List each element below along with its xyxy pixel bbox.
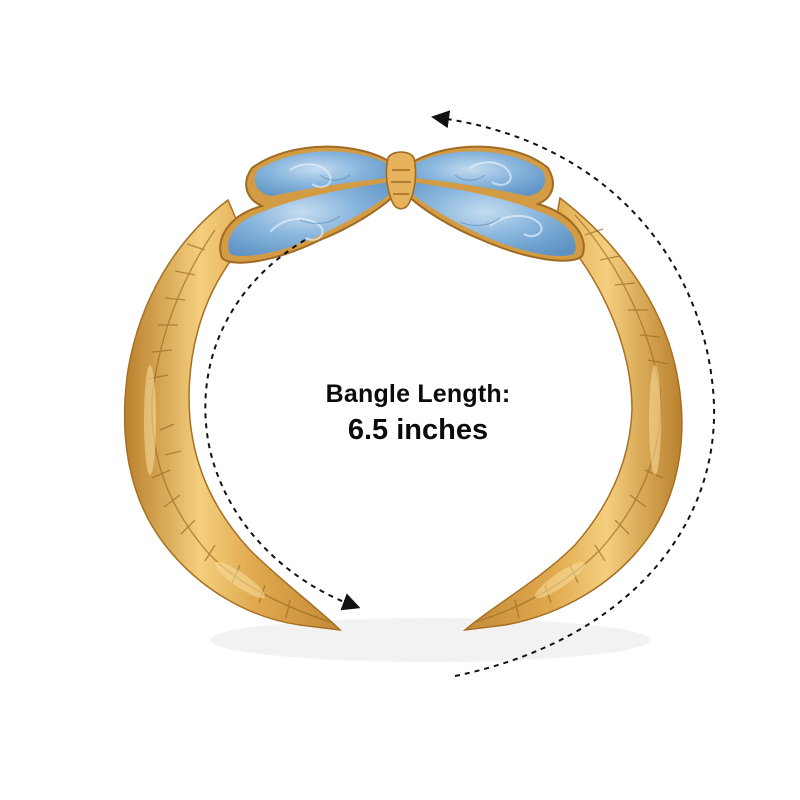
- shadow: [210, 618, 650, 662]
- right-band: [462, 196, 683, 632]
- left-band: [123, 198, 343, 632]
- measurement-title: Bangle Length:: [325, 380, 511, 408]
- measurement-value: 6.5 inches: [347, 414, 489, 446]
- outer-arrow-icon: [431, 110, 716, 677]
- butterfly-ornament: [219, 145, 585, 264]
